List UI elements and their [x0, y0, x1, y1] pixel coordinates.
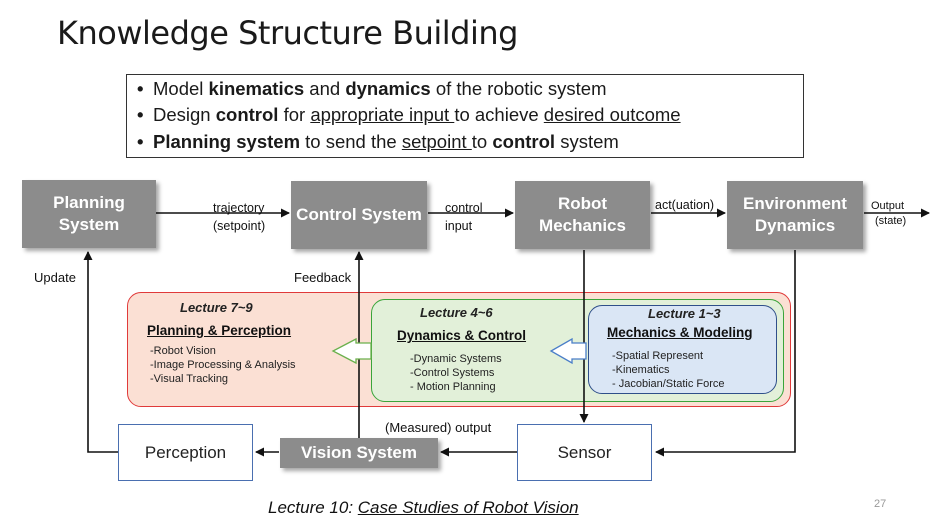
- region-item: -Kinematics: [612, 364, 670, 376]
- lecture-10-note: Lecture 10: Case Studies of Robot Vision: [268, 498, 579, 518]
- bullet-bold: dynamics: [345, 78, 431, 99]
- lecture-7-9-label: Lecture 7~9: [180, 300, 253, 315]
- lecture-1-3-label: Lecture 1~3: [648, 306, 721, 321]
- state-label: (state): [875, 215, 907, 227]
- bullet-bold: Planning system: [153, 131, 301, 152]
- bullet-text: to: [471, 131, 493, 152]
- bullet-3: • Planning system to send the setpoint to…: [137, 131, 619, 153]
- region-item: -Robot Vision: [150, 345, 216, 357]
- feedback-label: Feedback: [294, 270, 352, 285]
- robot-mechanics-block: Robot Mechanics: [515, 181, 650, 249]
- bullet-bold: kinematics: [208, 78, 305, 99]
- lecture-4-6-label: Lecture 4~6: [420, 305, 493, 320]
- control-system-block: Control System: [291, 181, 427, 249]
- region-item: -Control Systems: [410, 367, 495, 379]
- trajectory-label: trajectory: [213, 201, 265, 215]
- region-item: - Jacobian/Static Force: [612, 378, 725, 390]
- sensor-block: Sensor: [517, 424, 652, 481]
- bullet-text: Design: [153, 104, 216, 125]
- planning-system-block: Planning System: [22, 180, 156, 248]
- region-item: -Dynamic Systems: [410, 353, 502, 365]
- actuation-label: act(uation): [655, 198, 715, 212]
- lecture-10-link[interactable]: Case Studies of Robot Vision: [357, 498, 579, 517]
- planning-perception-title: Planning & Perception: [147, 323, 292, 338]
- measured-output-label: (Measured) output: [385, 420, 492, 435]
- bullet-bold: control: [215, 104, 279, 125]
- bullet-text: and: [304, 78, 346, 99]
- dynamics-control-title: Dynamics & Control: [397, 328, 527, 343]
- update-label: Update: [34, 270, 76, 285]
- page-number: 27: [874, 498, 887, 510]
- bullet-text: Model: [153, 78, 209, 99]
- bullet-text: of the robotic system: [430, 78, 607, 99]
- bullet-box: • Model kinematics and dynamics of the ro…: [126, 74, 804, 158]
- bullet-bold: control: [492, 131, 556, 152]
- bullet-underlined: setpoint: [401, 131, 472, 152]
- region-item: -Visual Tracking: [150, 373, 229, 385]
- perception-block: Perception: [118, 424, 253, 481]
- region-item: -Spatial Represent: [612, 350, 704, 362]
- environment-dynamics-block: Environment Dynamics: [727, 181, 863, 249]
- slide-title: Knowledge Structure Building: [57, 14, 518, 52]
- setpoint-label: (setpoint): [213, 219, 266, 233]
- mechanics-modeling-region: [588, 305, 777, 394]
- bullet-underlined: appropriate input: [310, 104, 455, 125]
- bullet-dot: •: [137, 104, 144, 125]
- bullet-text: to achieve: [454, 104, 544, 125]
- bullet-underlined: desired outcome: [543, 104, 681, 125]
- bullet-1: • Model kinematics and dynamics of the ro…: [137, 78, 607, 100]
- bullet-dot: •: [137, 78, 144, 99]
- output-label: Output: [871, 200, 905, 212]
- control-label: control: [445, 201, 483, 215]
- bullet-dot: •: [137, 131, 144, 152]
- lecture-10-prefix: Lecture 10:: [268, 498, 358, 517]
- bullet-text: to send the: [300, 131, 402, 152]
- bullet-text: system: [555, 131, 619, 152]
- bullet-2: • Design control for appropriate input to…: [137, 104, 681, 126]
- input-label: input: [445, 219, 473, 233]
- region-item: - Motion Planning: [410, 381, 496, 393]
- mechanics-modeling-title: Mechanics & Modeling: [607, 325, 753, 340]
- bullet-text: for: [278, 104, 311, 125]
- vision-system-block: Vision System: [280, 438, 438, 468]
- region-item: -Image Processing & Analysis: [150, 359, 296, 371]
